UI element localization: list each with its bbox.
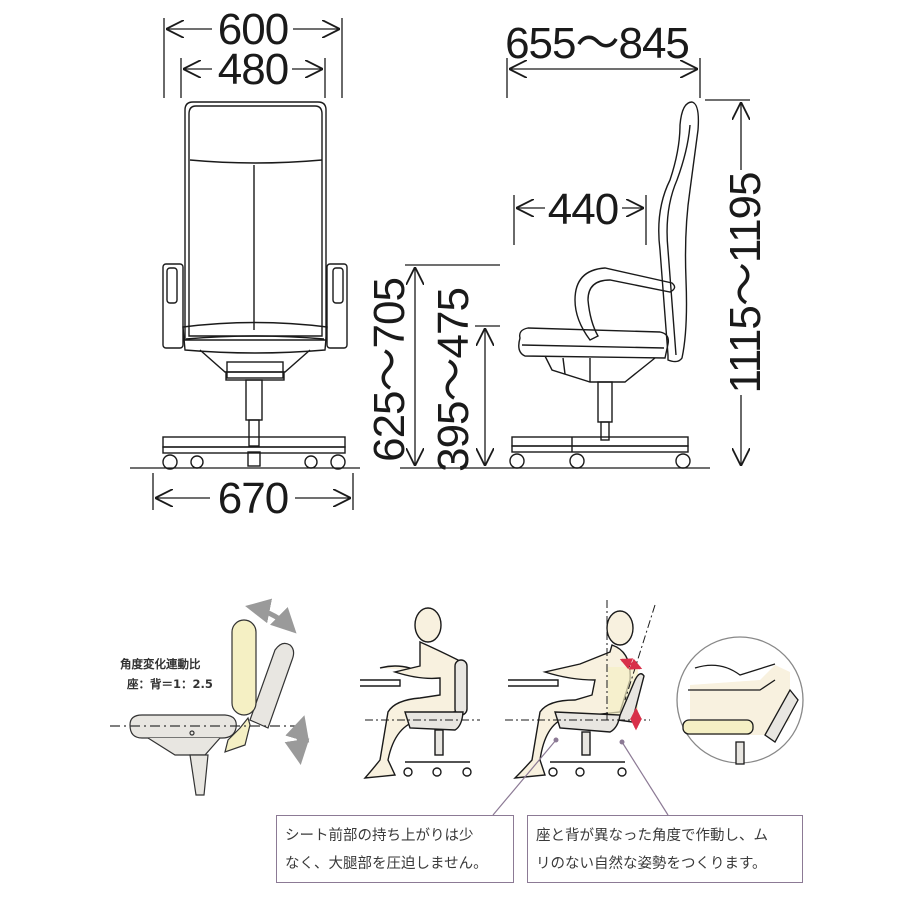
caption-text: なく、大腿部を圧迫しません。: [285, 856, 488, 872]
dim-depth: 655～845: [505, 19, 689, 68]
side-dimension-lines: [405, 58, 750, 466]
dim-overall-height: 1115～1195: [721, 173, 770, 394]
dim-arm-height: 625～705: [365, 278, 414, 462]
synchro-mechanism-diagram: [110, 619, 295, 796]
posture-upright-figure: [360, 607, 480, 779]
back-rotation-arrow-icon: [245, 598, 297, 634]
leader-dot: [553, 737, 559, 743]
seat-rotation-arrow-icon: [284, 715, 310, 765]
caption-text: リのない自然な姿勢をつくります。: [536, 856, 767, 872]
caption-text: シート前部の持ち上がりは少: [285, 828, 474, 844]
caption-text: 座と背が異なった角度で作動し、ム: [536, 828, 768, 844]
dim-back-width: 480: [218, 45, 288, 94]
front-dimension-lines: [152, 18, 354, 510]
dim-seat-depth: 440: [548, 185, 618, 234]
caption-seat-front: シート前部の持ち上がりは少 なく、大腿部を圧迫しません。: [276, 815, 514, 883]
back-angle-arrow-icon: [619, 658, 643, 670]
dim-seat-height: 395～475: [429, 288, 478, 472]
side-view-chair: [400, 101, 710, 469]
detail-magnifier: [676, 636, 804, 765]
mechanism-title: 角度変化連動比: [120, 657, 201, 671]
dim-base-width: 670: [218, 474, 288, 523]
caption-leader-lines: [492, 739, 669, 816]
leader-dot: [619, 739, 625, 745]
mechanism-ratio: 座：背＝1：2.5: [126, 677, 213, 691]
caption-synchro-motion: 座と背が異なった角度で作動し、ム リのない自然な姿勢をつくります。: [527, 815, 803, 883]
dim-overall-width: 600: [218, 5, 288, 54]
front-view-chair: [130, 101, 360, 470]
posture-reclined-figure: [505, 600, 656, 779]
